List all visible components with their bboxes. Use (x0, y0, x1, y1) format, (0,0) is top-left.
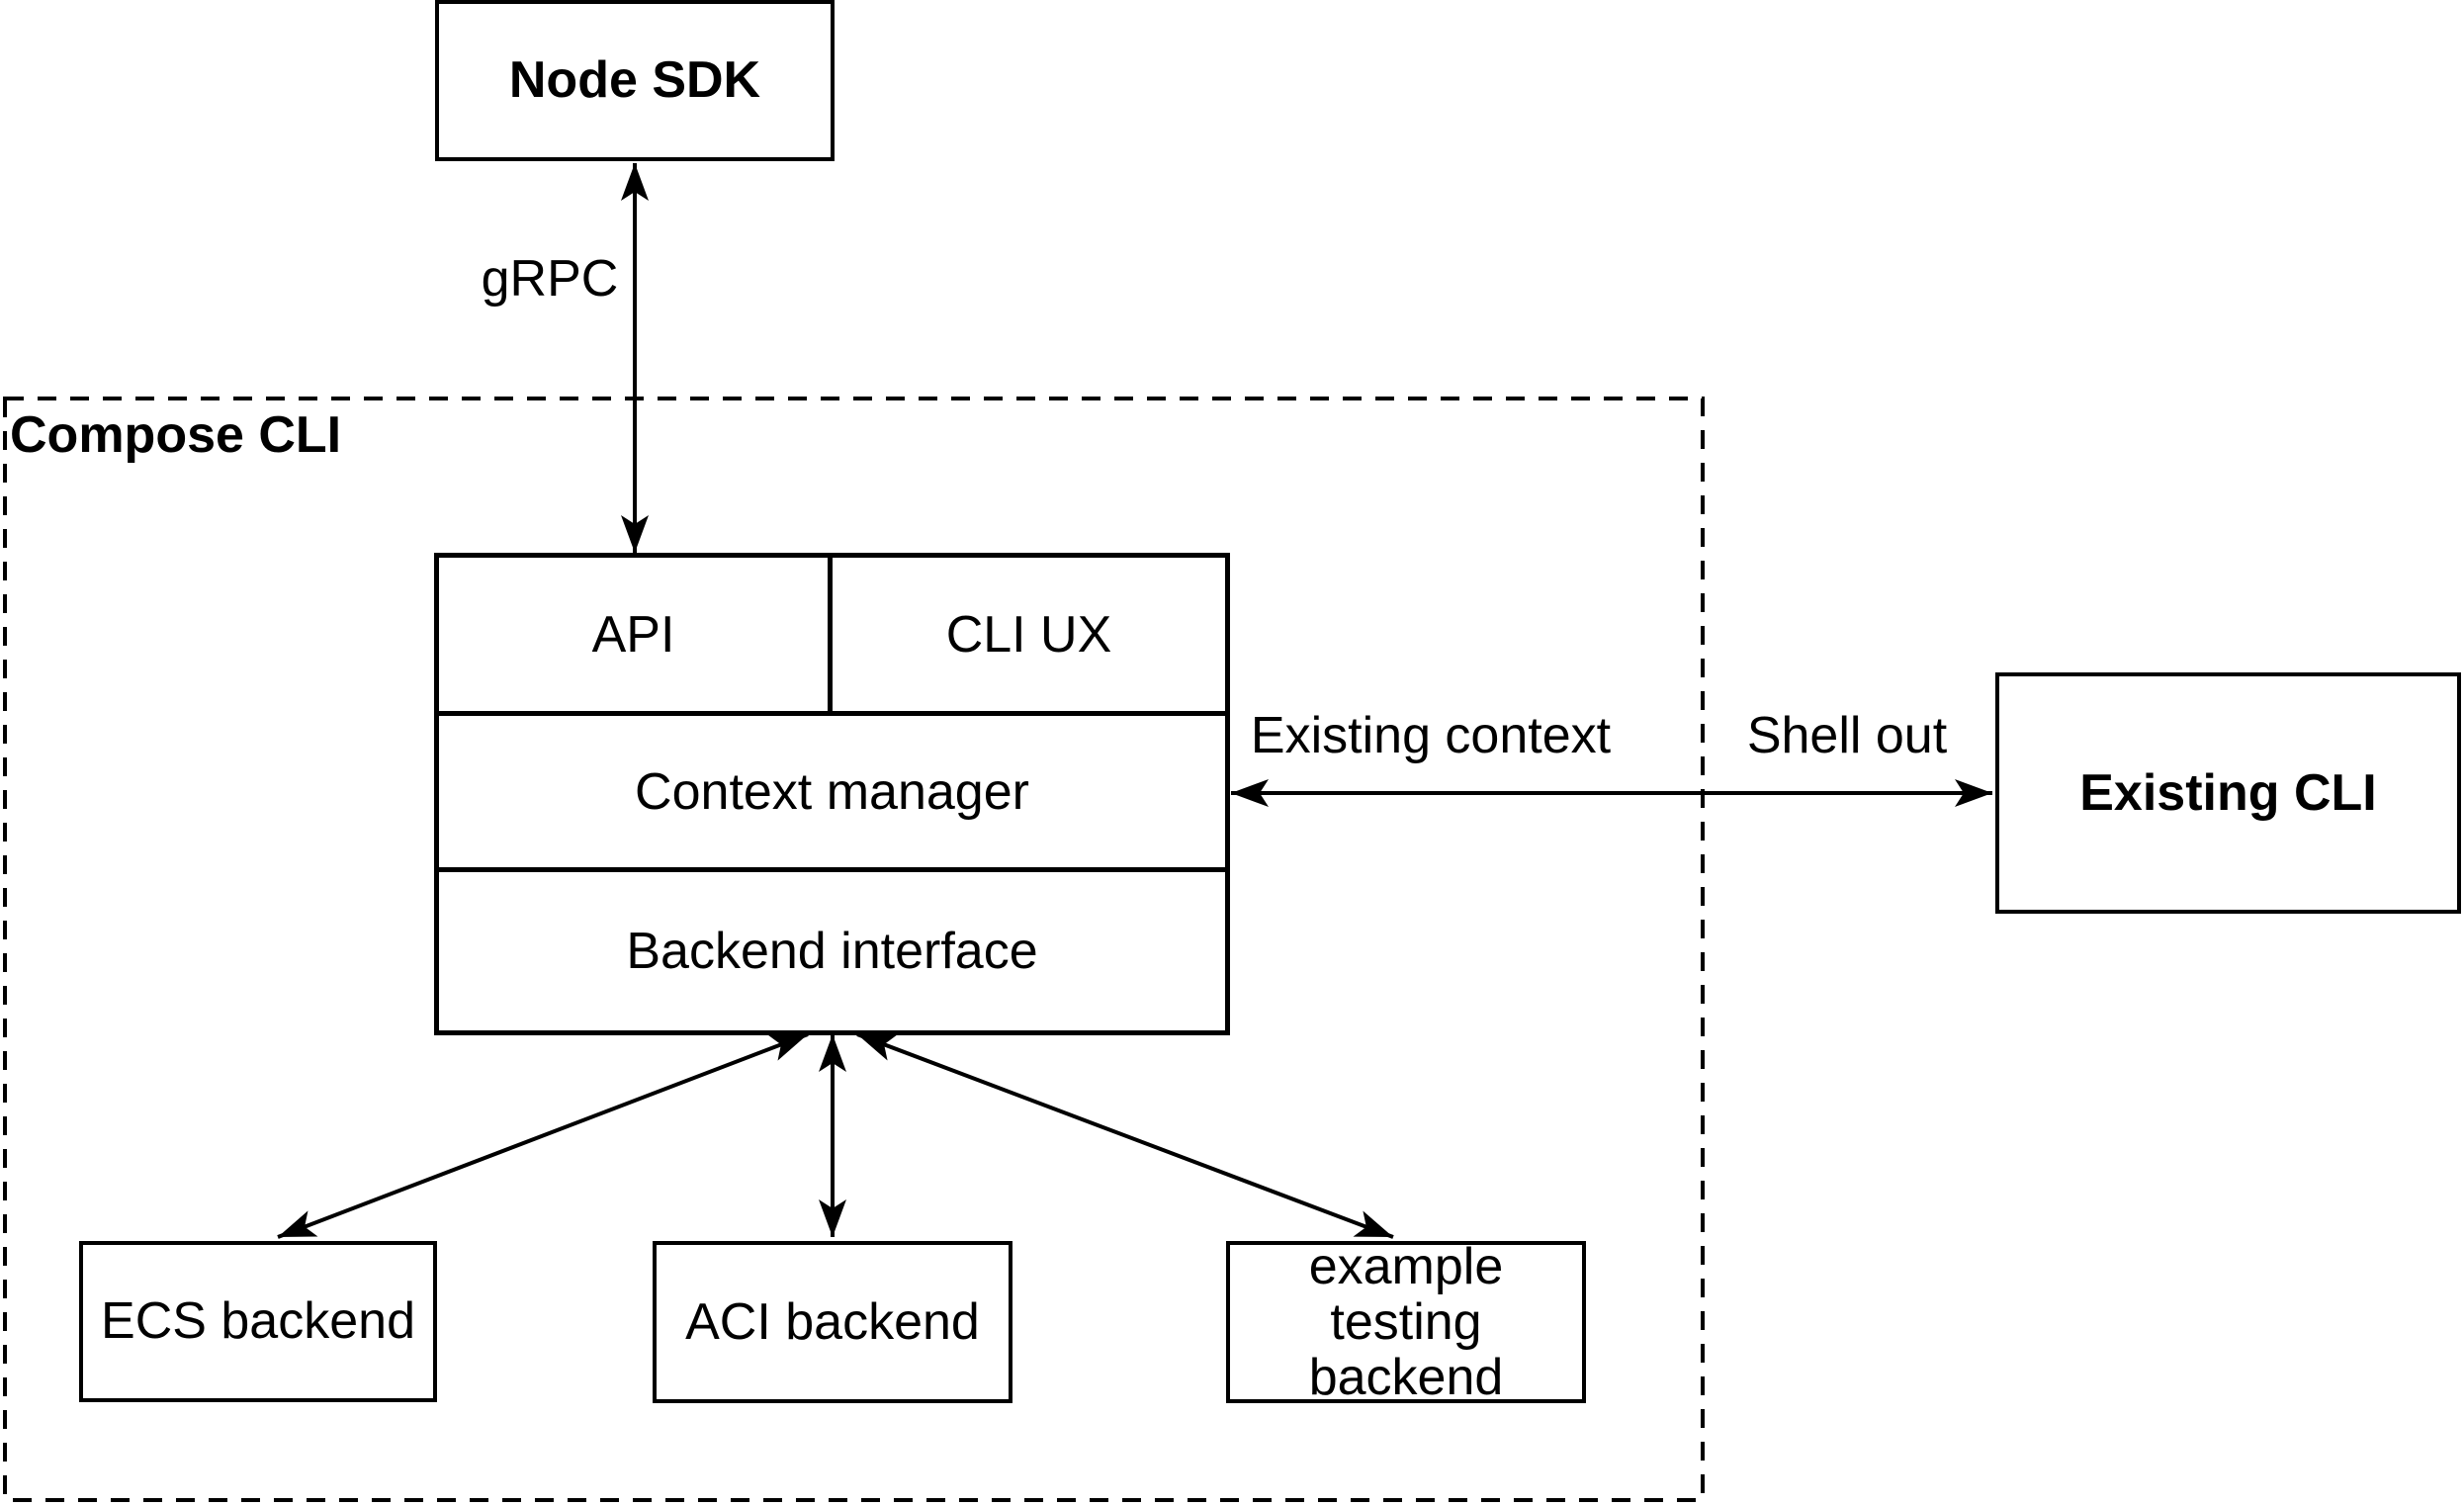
compose-cli-label: Compose CLI (10, 406, 342, 464)
api-label: API (591, 605, 675, 664)
compose-cli-core-box: API CLI UX Context manager Backend inter… (434, 553, 1230, 1035)
aci-backend-label: ACI backend (685, 1292, 980, 1351)
node-sdk-label: Node SDK (508, 51, 761, 110)
cli-ux-label: CLI UX (945, 605, 1112, 664)
shell-out-edge-label: Shell out (1746, 707, 1948, 764)
context-manager-box: Context manager (439, 716, 1225, 872)
example-testing-backend-line1: example testing (1308, 1237, 1504, 1351)
existing-context-edge-label: Existing context (1250, 707, 1612, 764)
node-sdk-box: Node SDK (435, 0, 835, 161)
aci-backend-box: ACI backend (653, 1241, 1012, 1403)
grpc-edge-label: gRPC (481, 250, 619, 308)
backend-interface-to-ecs-arrow (277, 1032, 809, 1239)
existing-cli-label: Existing CLI (2079, 763, 2377, 822)
example-testing-backend-line2: backend (1308, 1349, 1504, 1407)
context-manager-label: Context manager (635, 762, 1029, 821)
existing-cli-box: Existing CLI (1995, 672, 2461, 914)
backend-interface-to-example-testing-arrow (856, 1032, 1394, 1239)
api-box: API (439, 558, 833, 711)
api-cliux-row: API CLI UX (439, 558, 1225, 716)
backend-interface-label: Backend interface (626, 923, 1038, 980)
cli-ux-box: CLI UX (833, 558, 1225, 711)
ecs-backend-box: ECS backend (79, 1241, 437, 1402)
backend-interface-box: Backend interface (439, 872, 1225, 1030)
ecs-backend-label: ECS backend (101, 1292, 415, 1351)
